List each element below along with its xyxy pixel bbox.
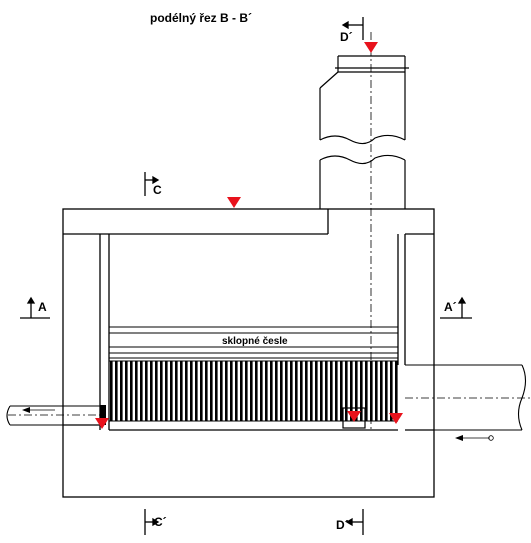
section-mark-d-top xyxy=(341,17,364,40)
section-mark-d-bottom xyxy=(345,509,364,535)
level-markers xyxy=(95,42,403,429)
level-marker-outlet xyxy=(389,413,403,424)
level-marker-sump xyxy=(347,411,361,422)
level-marker-cover xyxy=(227,197,241,208)
section-label-c-top: C xyxy=(153,183,162,197)
section-label-a-left: A xyxy=(38,300,47,314)
screen-stop-block xyxy=(100,405,106,425)
section-mark-a-left xyxy=(20,296,50,319)
outlet-pipe xyxy=(405,364,531,441)
section-label-d-top: D´ xyxy=(340,30,353,44)
section-label-d-bottom: D´ xyxy=(336,518,349,532)
panel-band xyxy=(109,326,398,359)
level-marker-inlet xyxy=(95,418,109,429)
section-label-c-bottom: C´ xyxy=(154,515,167,529)
level-marker-shaft xyxy=(364,42,378,53)
drawing-title: podélný řez B - B´ xyxy=(150,11,252,25)
panel-label: sklopné česle xyxy=(222,336,288,347)
inlet-pipe xyxy=(6,405,100,426)
section-mark-a-right xyxy=(440,296,472,319)
section-label-a-right: A´ xyxy=(444,300,457,314)
riser-shaft xyxy=(319,32,409,430)
sump-box xyxy=(342,407,366,429)
section-mark-c-top xyxy=(144,172,160,196)
section-mark-c-bottom xyxy=(144,509,160,535)
